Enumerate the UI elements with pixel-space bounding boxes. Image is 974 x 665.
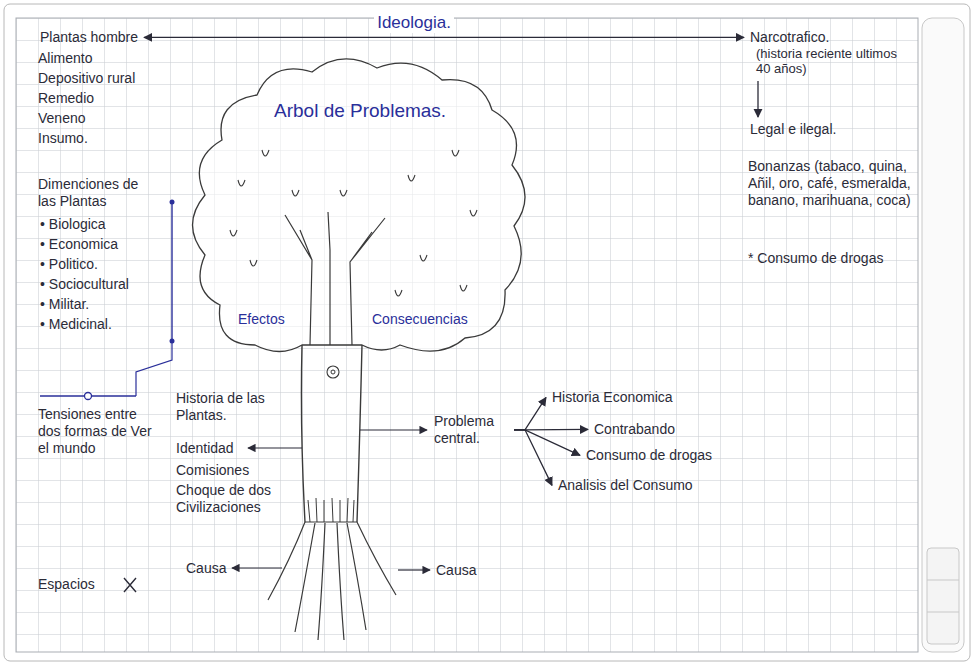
node-text: Problema central. bbox=[434, 413, 509, 447]
note-text: * Consumo de drogas bbox=[748, 250, 883, 267]
trunk-spiral bbox=[331, 370, 335, 374]
leader-arrow bbox=[360, 429, 427, 430]
node-text: Legal e ilegal. bbox=[750, 121, 836, 138]
bracket-dot bbox=[170, 200, 175, 205]
note-text: Causa bbox=[186, 560, 226, 577]
margin-box bbox=[927, 548, 959, 644]
edge-label: Ideologia. bbox=[374, 13, 454, 33]
node-text: Contrabando bbox=[594, 421, 675, 438]
margin-strip bbox=[922, 18, 964, 652]
note-text: Comisiones bbox=[176, 462, 249, 479]
text-node: Analisis del Consumo bbox=[556, 476, 695, 495]
grid-paper bbox=[16, 18, 918, 652]
text-node: Problema central. bbox=[432, 412, 511, 448]
note-text: Identidad bbox=[176, 440, 234, 457]
note-text: • Economica bbox=[40, 236, 118, 253]
note-text: Causa bbox=[436, 562, 476, 579]
leader-arrow bbox=[248, 447, 302, 448]
node-text: Consumo de drogas bbox=[586, 447, 712, 464]
cross-mark bbox=[124, 578, 136, 592]
note-text: Dimenciones de las Plantas bbox=[38, 176, 156, 210]
tree-leaves bbox=[230, 150, 477, 296]
note-text: • Militar. bbox=[40, 296, 89, 313]
tree-roots bbox=[268, 522, 396, 640]
note-text: Espacios bbox=[38, 576, 95, 593]
note-text: Historia de las Plantas. bbox=[176, 390, 296, 424]
note-text: Remedio bbox=[38, 90, 94, 107]
note-text: Choque de dos Civilizaciones bbox=[176, 482, 296, 516]
note-text: • Biologica bbox=[40, 216, 106, 233]
leader-arrow bbox=[232, 567, 282, 568]
note-text: Bonanzas (tabaco, quina, Añil, oro, café… bbox=[748, 158, 913, 208]
note-text: Alimento bbox=[38, 50, 92, 67]
connector-arrow bbox=[757, 81, 758, 117]
note-text: Veneno bbox=[38, 110, 86, 127]
connector-arrow bbox=[144, 37, 744, 38]
text-node: Historia Economica bbox=[550, 388, 675, 407]
divider-dot bbox=[85, 393, 92, 400]
text-node: Consumo de drogas bbox=[584, 446, 714, 465]
tree-crown bbox=[193, 59, 526, 352]
bracket bbox=[171, 202, 172, 340]
text-node: Narcotrafico.(historia reciente ultimos … bbox=[748, 28, 907, 78]
note-text: • Politico. bbox=[40, 256, 98, 273]
node-text: Analisis del Consumo bbox=[558, 477, 693, 494]
tree-trunk bbox=[301, 345, 362, 522]
connector-arrow bbox=[514, 430, 580, 456]
paper-frame bbox=[4, 4, 970, 661]
note-text: Insumo. bbox=[38, 130, 88, 147]
connector-arrow bbox=[514, 397, 546, 429]
note-text: • Medicinal. bbox=[40, 316, 112, 333]
text-node: Legal e ilegal. bbox=[748, 120, 838, 139]
note-text: Depositivo rural bbox=[38, 70, 135, 87]
node-text: Plantas hombre bbox=[40, 29, 138, 46]
leader-arrow bbox=[398, 569, 430, 570]
root-hatching bbox=[308, 498, 354, 522]
node-text: Historia Economica bbox=[552, 389, 673, 406]
node-text: Narcotrafico. bbox=[750, 29, 905, 46]
text-node: Contrabando bbox=[592, 420, 677, 439]
connector-arrow bbox=[514, 430, 552, 486]
node-text: (historia reciente ultimos 40 años) bbox=[750, 46, 905, 77]
note-text: • Sociocultural bbox=[40, 276, 129, 293]
margin-divider bbox=[927, 580, 959, 581]
note-text: Efectos bbox=[238, 311, 285, 328]
bracket-link bbox=[136, 342, 172, 396]
margin-divider bbox=[927, 612, 959, 613]
note-text: Consecuencias bbox=[372, 311, 468, 328]
tree-branches bbox=[285, 212, 385, 345]
note-text: Tensiones entre dos formas de Ver el mun… bbox=[38, 406, 153, 456]
text-node: Plantas hombre bbox=[38, 28, 140, 47]
note-text: Arbol de Problemas. bbox=[274, 100, 446, 123]
trunk-spiral bbox=[327, 366, 339, 378]
